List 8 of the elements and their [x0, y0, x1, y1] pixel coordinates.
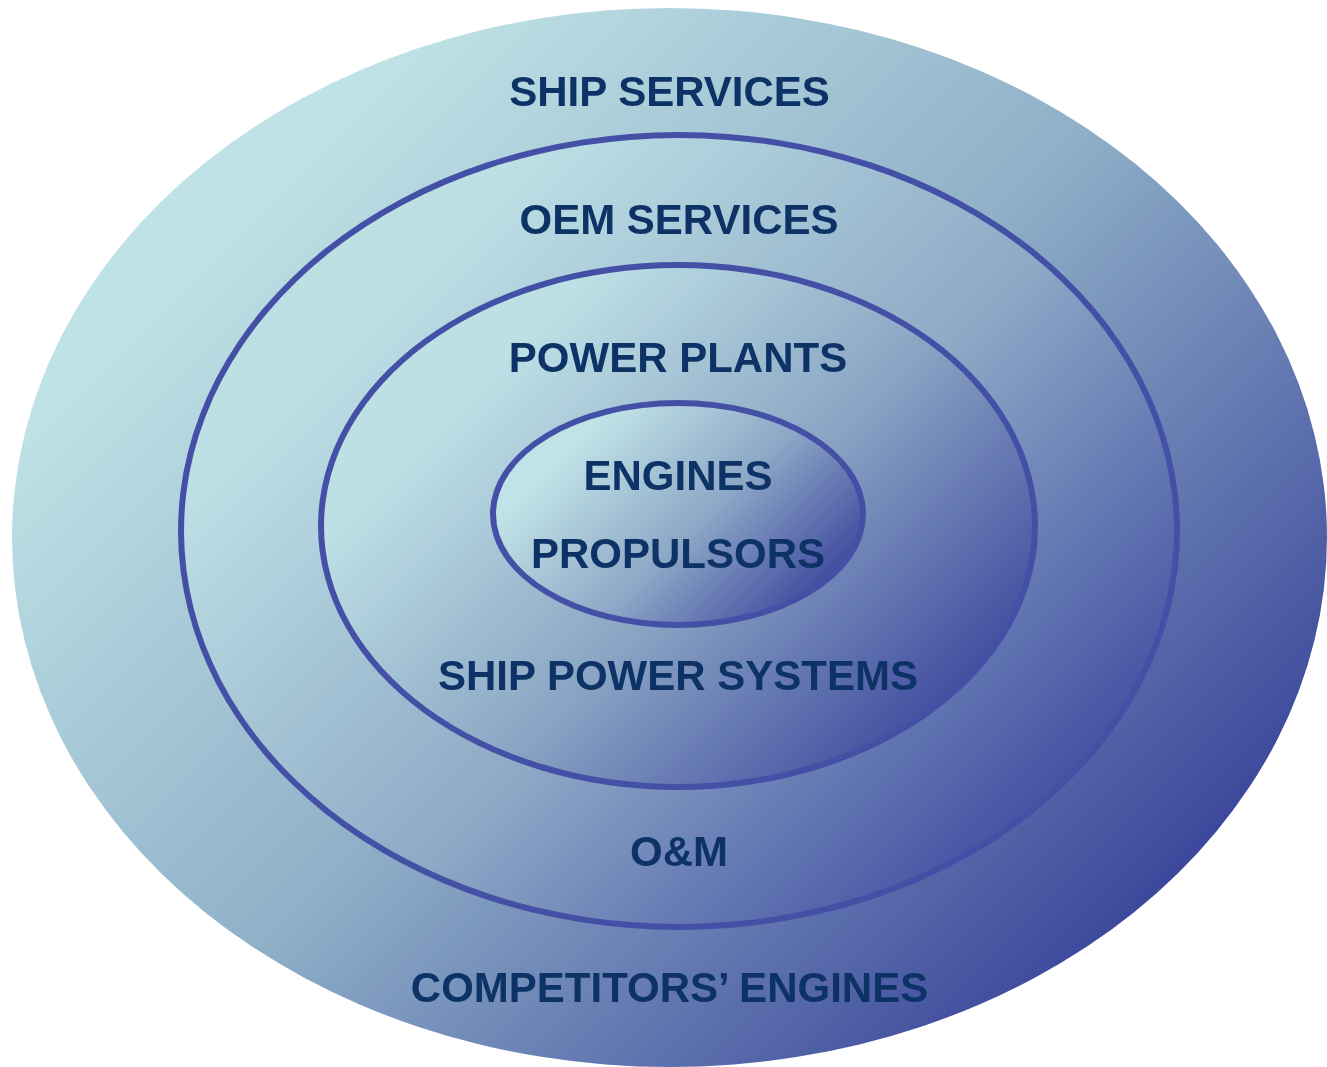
- ring-label: O&M: [630, 827, 728, 877]
- ring-label: SHIP SERVICES: [509, 67, 830, 117]
- ring-label: OEM SERVICES: [519, 195, 839, 245]
- ring-label: PROPULSORS: [531, 529, 825, 579]
- ring-label: ENGINES: [583, 451, 773, 501]
- ring-label: COMPETITORS’ ENGINES: [410, 963, 929, 1013]
- ring-label: POWER PLANTS: [508, 333, 848, 383]
- ring-label: SHIP POWER SYSTEMS: [438, 651, 918, 701]
